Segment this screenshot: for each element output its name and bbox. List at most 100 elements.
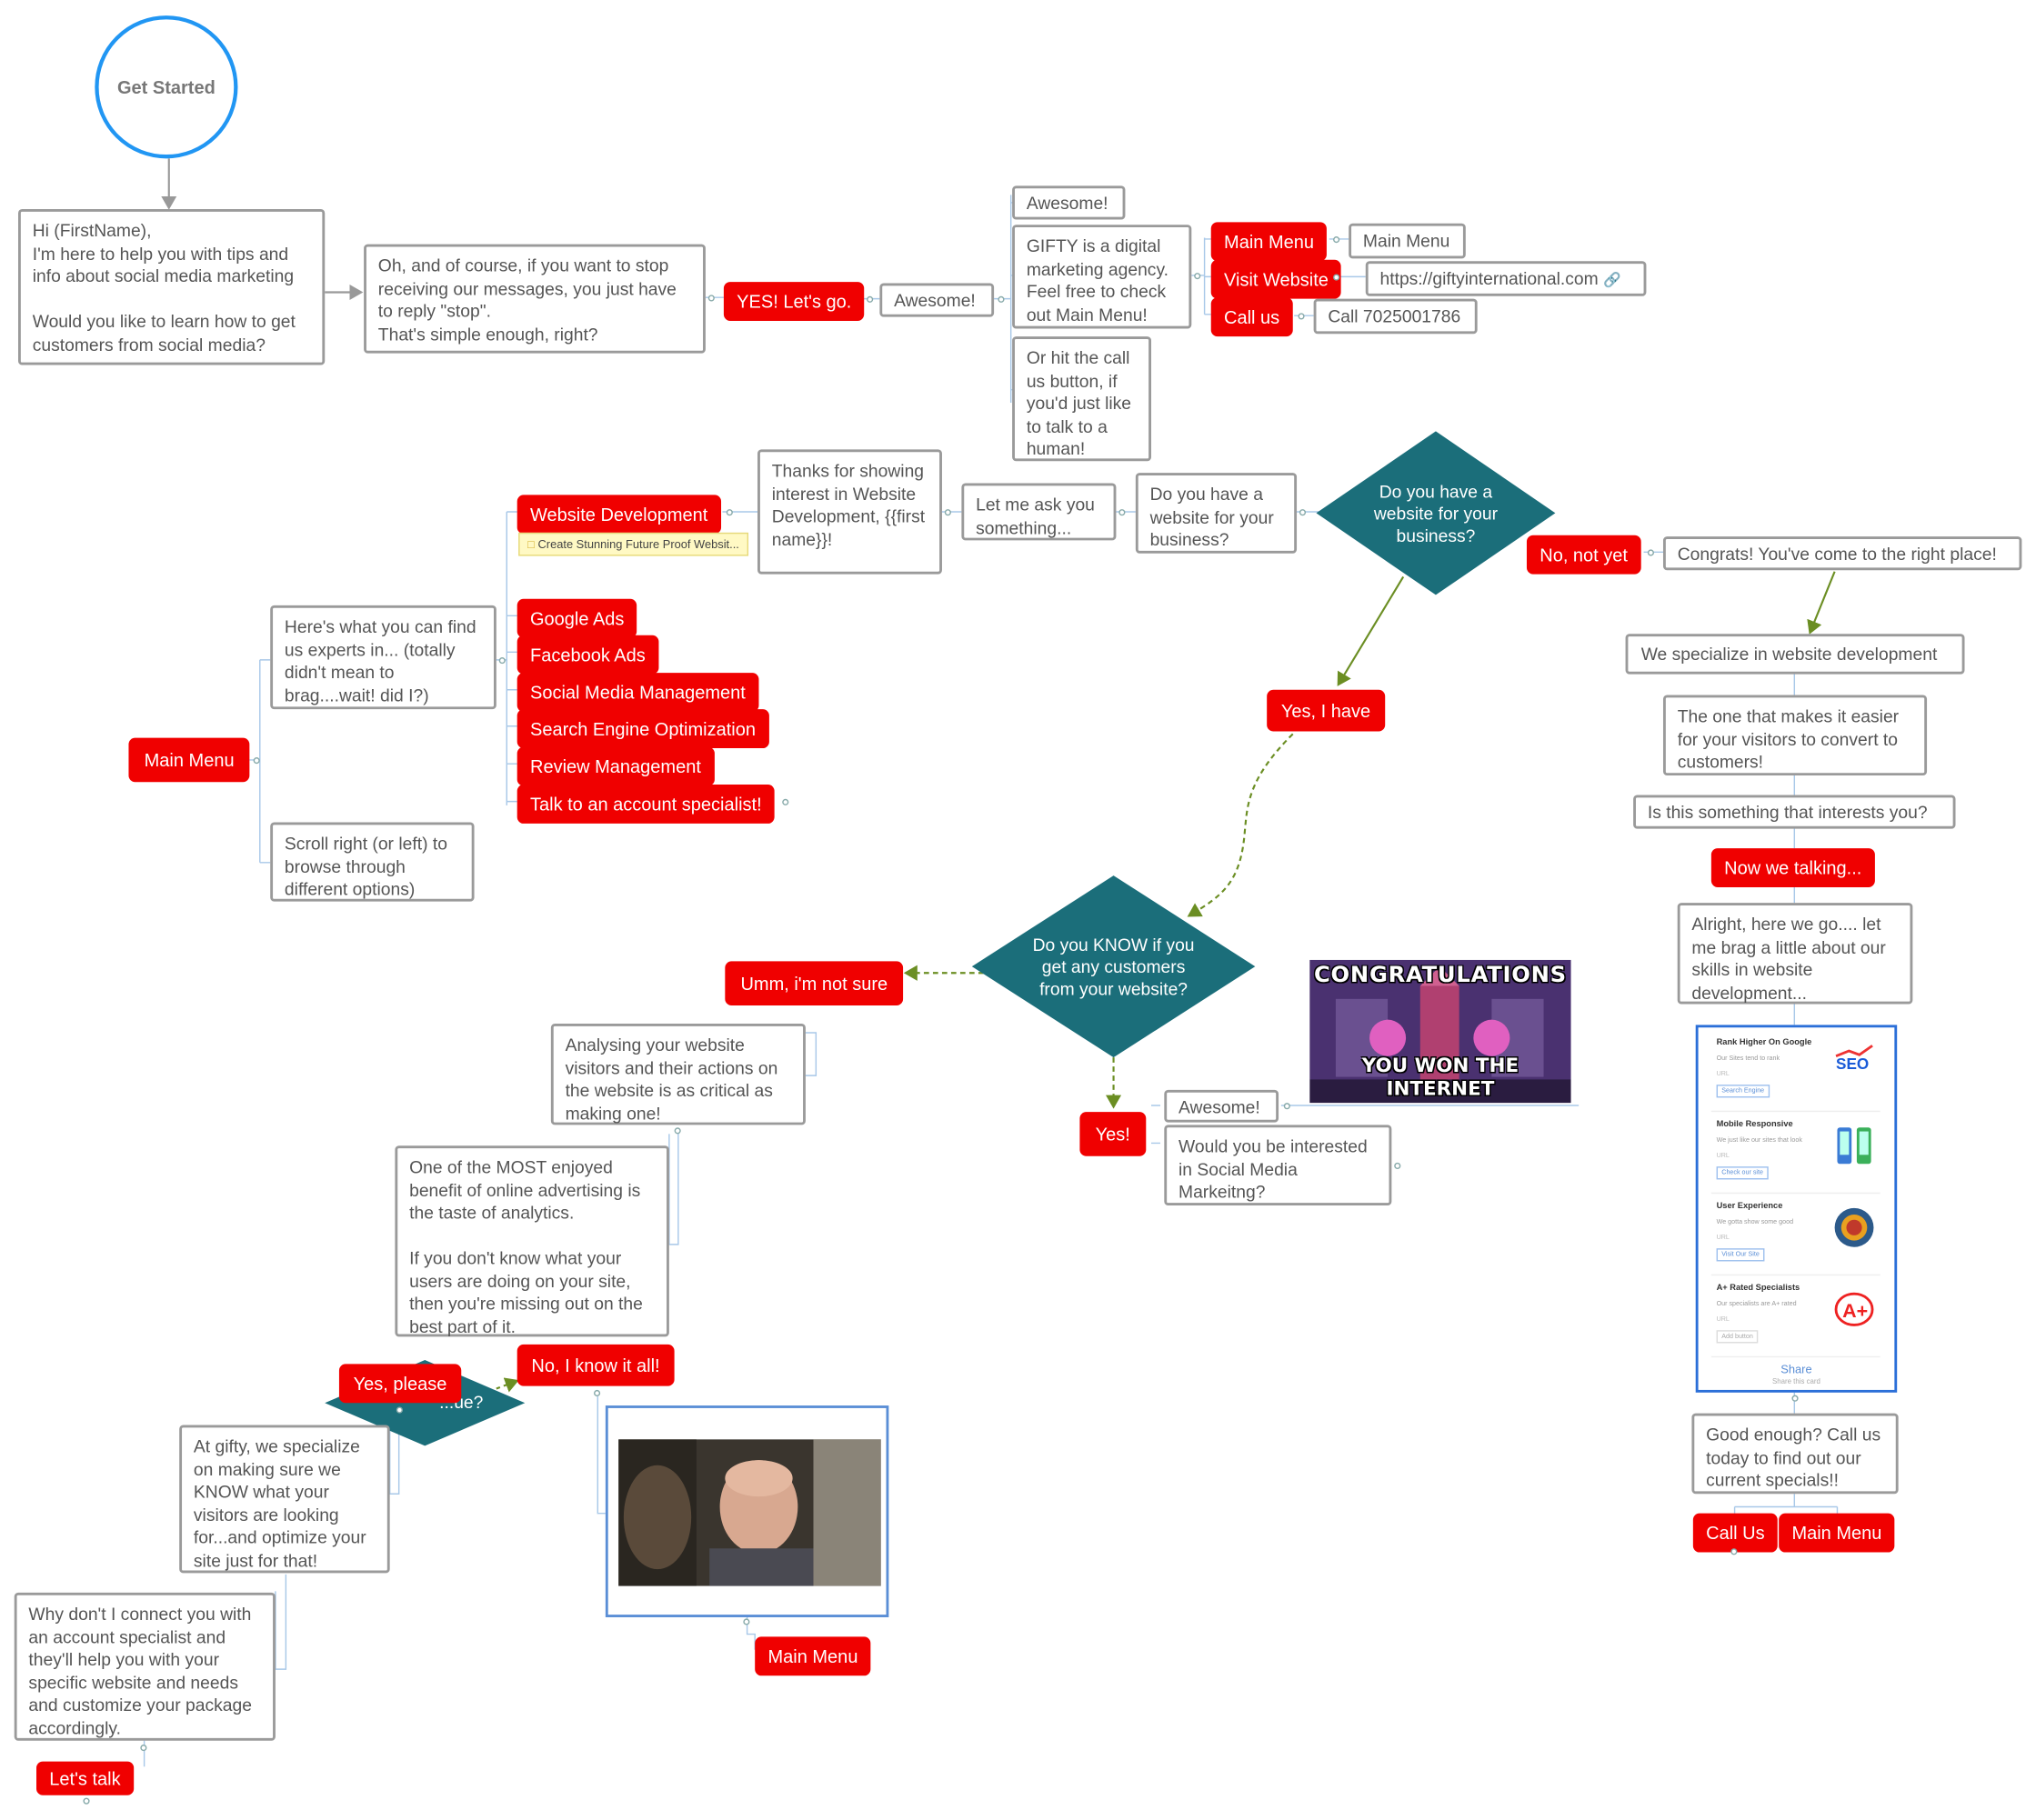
main-menu-button-top[interactable]: Main Menu [1210, 222, 1328, 262]
card-item-button[interactable]: Check our site [1716, 1166, 1769, 1180]
video-card[interactable] [605, 1405, 889, 1617]
collapse-dot[interactable] [498, 657, 506, 665]
website-url-field[interactable]: https://giftyinternational.com 🔗 [1365, 261, 1647, 296]
get-started-label: Get Started [116, 76, 216, 98]
awesome-message-3: Awesome! [1164, 1089, 1279, 1123]
skills-card[interactable]: Rank Higher On Google Our Sites tend to … [1695, 1025, 1898, 1393]
card-item-url: URL [1716, 1315, 1730, 1325]
collapse-dot[interactable] [1333, 274, 1340, 281]
mobile-icon [1837, 1127, 1871, 1165]
card-item-title: Mobile Responsive [1716, 1119, 1793, 1129]
not-sure-button[interactable]: Umm, i'm not sure [725, 961, 904, 1005]
have-website-decision[interactable]: Do you have a website for your business? [1315, 430, 1557, 596]
good-enough-message: Good enough? Call us today to find out o… [1691, 1413, 1899, 1495]
yes-i-have-button[interactable]: Yes, I have [1267, 689, 1385, 732]
yes-please-button[interactable]: Yes, please [338, 1364, 462, 1404]
yes-know-button[interactable]: Yes! [1079, 1112, 1146, 1156]
collapse-dot[interactable] [743, 1618, 750, 1625]
have-website-message: Do you have a website for your business? [1135, 473, 1298, 554]
gif-image [618, 1439, 881, 1586]
collapse-dot[interactable] [1299, 509, 1307, 516]
main-menu-button-left[interactable]: Main Menu [128, 737, 250, 783]
collapse-dot[interactable] [998, 295, 1005, 303]
get-started-node[interactable]: Get Started [95, 15, 238, 159]
seo-icon: SEO [1835, 1045, 1873, 1073]
option-google-ads[interactable]: Google Ads [517, 598, 637, 638]
ux-icon [1834, 1207, 1874, 1247]
collapse-dot[interactable] [707, 295, 715, 302]
main-menu-button-bottom-right[interactable]: Main Menu [1779, 1513, 1895, 1553]
expand-dot[interactable] [1394, 1162, 1401, 1170]
card-item-url: URL [1716, 1070, 1730, 1078]
social-media-question-message: Would you be interested in Social Media … [1164, 1125, 1392, 1206]
connect-specialist-message: Why don't I connect you with an account … [14, 1592, 276, 1741]
collapse-dot[interactable] [726, 509, 733, 516]
expand-dot[interactable] [782, 798, 789, 805]
call-hint-message: Or hit the call us button, if you'd just… [1012, 336, 1152, 462]
thanks-message: Thanks for showing interest in Website D… [757, 449, 942, 575]
option-website-development[interactable]: Website Development [517, 495, 721, 535]
collapse-dot[interactable] [1118, 509, 1126, 516]
collapse-dot[interactable] [1298, 313, 1305, 320]
collapse-dot[interactable] [253, 757, 260, 765]
main-menu-button-bottom-center[interactable]: Main Menu [755, 1636, 871, 1676]
card-item-subtitle: We just like our sites that look [1716, 1136, 1802, 1145]
visit-website-button[interactable]: Visit Website [1210, 259, 1342, 299]
collapse-dot[interactable] [944, 509, 951, 516]
collapse-dot[interactable] [1647, 549, 1654, 556]
collapse-dot[interactable] [594, 1389, 601, 1397]
card-item-url: URL [1716, 1234, 1730, 1243]
card-share-subtitle: Share this card [1772, 1378, 1820, 1386]
card-item-mobile: Mobile Responsive We just like our sites… [1710, 1117, 1881, 1195]
analysing-message: Analysing your website visitors and thei… [550, 1023, 806, 1125]
expand-dot[interactable] [1730, 1548, 1738, 1555]
option-talk-to-specialist[interactable]: Talk to an account specialist! [517, 785, 775, 824]
collapse-dot[interactable] [1283, 1103, 1290, 1110]
analytics-benefit-message: One of the MOST enjoyed benefit of onlin… [395, 1145, 669, 1337]
collapse-dot[interactable] [1791, 1395, 1799, 1402]
no-i-know-button[interactable]: No, I know it all! [517, 1344, 675, 1386]
collapse-dot[interactable] [674, 1127, 681, 1135]
option-search-engine-optimization[interactable]: Search Engine Optimization [517, 709, 769, 749]
call-us-button[interactable]: Call us [1210, 297, 1293, 337]
option-review-management[interactable]: Review Management [517, 746, 715, 786]
card-item-button[interactable]: Search Engine [1716, 1085, 1770, 1098]
card-item-title: User Experience [1716, 1201, 1783, 1211]
card-item-title: A+ Rated Specialists [1716, 1283, 1800, 1293]
collapse-dot[interactable] [1333, 236, 1340, 244]
note-icon: □ [527, 537, 535, 551]
let-me-ask-message: Let me ask you something... [961, 483, 1117, 541]
specialize-message: We specialize in website development [1625, 634, 1965, 675]
expand-dot[interactable] [83, 1797, 90, 1805]
collapse-dot[interactable] [867, 295, 874, 303]
yes-lets-go-button[interactable]: YES! Let's go. [723, 282, 865, 321]
option-social-media-management[interactable]: Social Media Management [517, 673, 759, 713]
call-us-button-bottom[interactable]: Call Us [1692, 1513, 1778, 1553]
know-customers-decision[interactable]: Do you KNOW if you get any customers fro… [970, 875, 1256, 1059]
awesome-message-1: Awesome! [879, 283, 995, 317]
card-item-button[interactable]: Visit Our Site [1716, 1248, 1765, 1262]
have-website-question: Do you have a website for your business? [1373, 481, 1499, 545]
collapse-dot[interactable] [140, 1745, 147, 1752]
know-customers-question: Do you KNOW if you get any customers fro… [1032, 935, 1195, 999]
call-number-field: Call 7025001786 [1313, 298, 1478, 335]
no-not-yet-button[interactable]: No, not yet [1526, 535, 1641, 575]
card-share-link[interactable]: Share [1780, 1362, 1812, 1376]
lets-talk-button[interactable]: Let's talk [36, 1761, 134, 1795]
awesome-message-2: Awesome! [1012, 185, 1126, 220]
card-item-url: URL [1716, 1152, 1730, 1161]
brag-message: Alright, here we go.... let me brag a li… [1677, 903, 1913, 1005]
greeting-message: Hi (FirstName), I'm here to help you wit… [18, 209, 326, 365]
collapse-dot[interactable] [396, 1406, 403, 1414]
card-item-subtitle: Our Sites tend to rank [1716, 1055, 1780, 1063]
option-facebook-ads[interactable]: Facebook Ads [517, 635, 659, 675]
meme-bottom-text: YOU WON THE INTERNET [1361, 1053, 1519, 1101]
scroll-hint-message: Scroll right (or left) to browse through… [270, 822, 475, 902]
easier-message: The one that makes it easier for your vi… [1662, 695, 1928, 776]
note-annotation: □ Create Stunning Future Proof Websit... [518, 532, 748, 556]
collapse-dot[interactable] [1194, 273, 1201, 280]
card-item-button[interactable]: Add button [1716, 1330, 1759, 1344]
now-we-talking-button[interactable]: Now we talking... [1710, 848, 1875, 887]
